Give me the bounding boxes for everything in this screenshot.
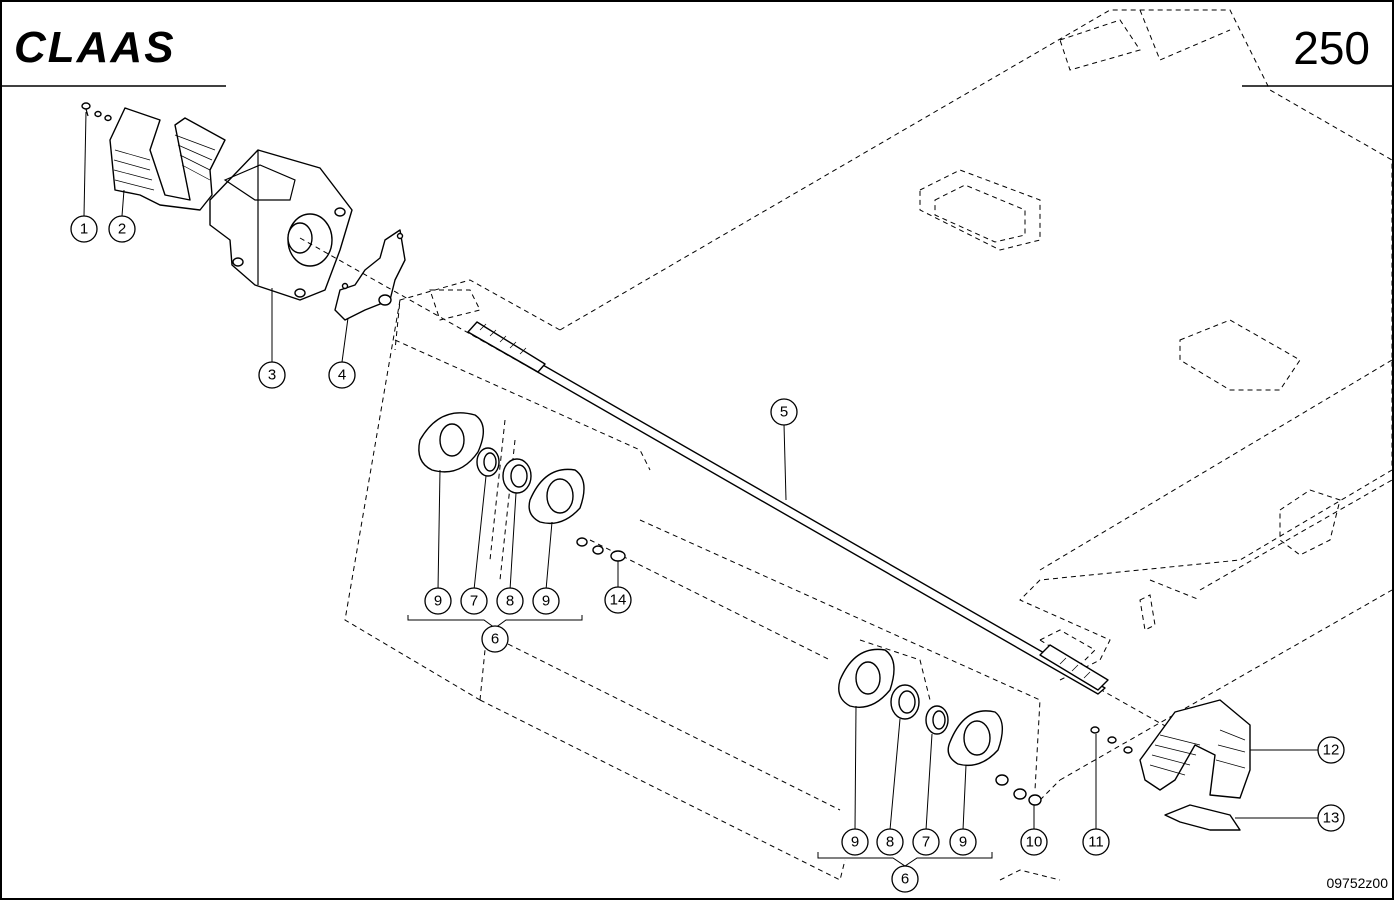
callout-7-left: 7	[460, 587, 488, 615]
part-guard-right-12	[1139, 699, 1251, 799]
callout-12: 12	[1317, 736, 1345, 764]
part-flange-left-outer	[418, 412, 484, 473]
svg-text:11: 11	[1088, 834, 1104, 851]
svg-text:3: 3	[268, 367, 276, 384]
svg-text:9: 9	[959, 834, 967, 851]
callout-2: 2	[108, 215, 136, 243]
callout-6-lower: 6	[891, 865, 919, 893]
callout-9-left-outer: 9	[424, 587, 452, 615]
part-seal-right	[925, 705, 949, 735]
svg-text:6: 6	[901, 871, 909, 888]
part-flange-right-inner	[947, 710, 1003, 767]
part-bolt-11	[1090, 726, 1133, 754]
callout-11: 11	[1082, 828, 1110, 856]
svg-text:7: 7	[470, 593, 478, 610]
svg-text:5: 5	[780, 404, 788, 421]
part-housing-3	[209, 149, 353, 301]
svg-text:14: 14	[610, 592, 627, 609]
svg-text:9: 9	[851, 834, 859, 851]
callout-4: 4	[328, 361, 356, 389]
part-bearing-left	[502, 458, 532, 494]
svg-text:12: 12	[1323, 742, 1340, 759]
leader-lines	[83, 111, 1318, 831]
svg-text:13: 13	[1323, 810, 1340, 827]
callout-1: 1	[70, 215, 98, 243]
callout-10: 10	[1020, 828, 1048, 856]
callout-9-right-inner: 9	[949, 828, 977, 856]
page-number: 250	[1293, 22, 1370, 74]
svg-text:1: 1	[80, 221, 88, 238]
callout-7-right: 7	[912, 828, 940, 856]
part-flange-right-outer	[838, 648, 895, 708]
svg-text:7: 7	[922, 834, 930, 851]
svg-text:4: 4	[338, 367, 346, 384]
part-nut-washer-right	[995, 774, 1042, 806]
callout-6-upper: 6	[481, 625, 509, 653]
callout-9-left-inner: 9	[532, 587, 560, 615]
callout-3: 3	[258, 361, 286, 389]
part-bearing-right	[890, 684, 920, 720]
svg-text:8: 8	[506, 593, 514, 610]
callout-5: 5	[770, 398, 798, 426]
svg-text:9: 9	[542, 593, 550, 610]
svg-text:2: 2	[118, 221, 126, 238]
callout-13: 13	[1317, 804, 1345, 832]
svg-text:8: 8	[886, 834, 894, 851]
part-shaft-5	[467, 321, 1109, 695]
part-clip-13	[1164, 804, 1241, 831]
part-nut-washer-left	[576, 537, 626, 562]
brand-logo: CLAAS	[14, 23, 176, 72]
part-guard-cover-2	[109, 107, 226, 211]
drawing-number: 09752z00	[1326, 875, 1388, 891]
callout-8-right: 8	[876, 828, 904, 856]
callout-8-left: 8	[496, 587, 524, 615]
part-flange-left-inner	[528, 468, 585, 525]
part-bolt-1	[81, 102, 112, 122]
svg-text:10: 10	[1026, 834, 1043, 851]
part-seal-left	[476, 447, 500, 477]
part-gasket-4	[334, 229, 406, 321]
svg-text:6: 6	[491, 631, 499, 648]
svg-text:9: 9	[434, 593, 442, 610]
callout-9-right-outer: 9	[841, 828, 869, 856]
callout-14: 14	[604, 586, 632, 614]
